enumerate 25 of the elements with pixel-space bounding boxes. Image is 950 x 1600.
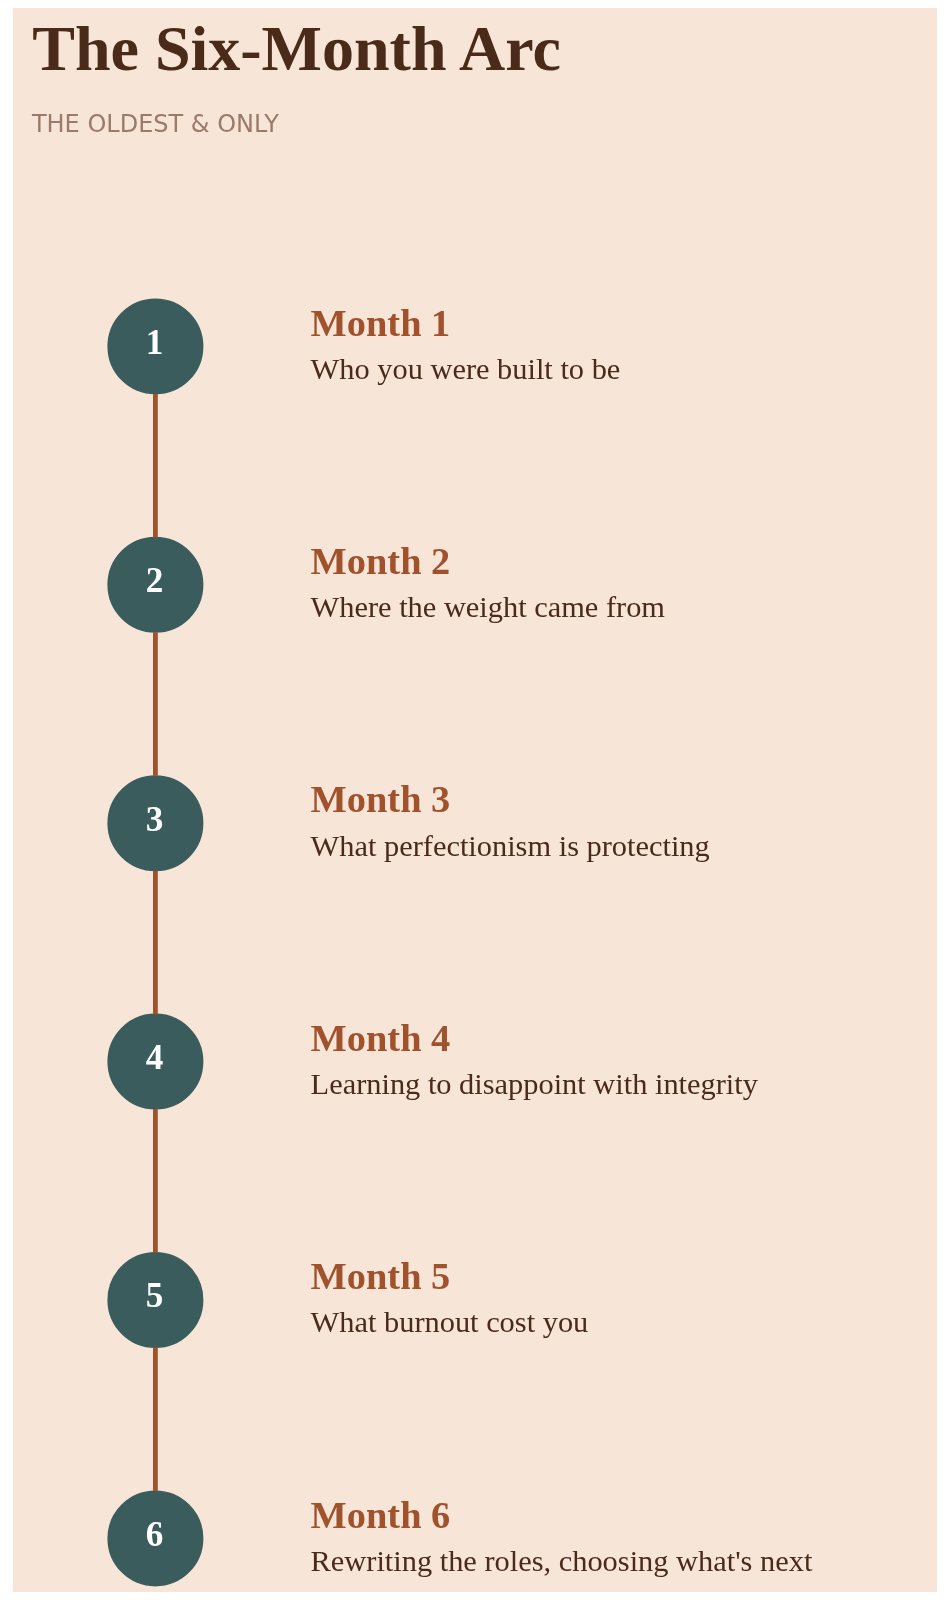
node-circle: 3: [107, 775, 204, 872]
node-label: Where the weight came from: [310, 590, 665, 625]
connector: [153, 1109, 158, 1253]
node-label: Month 4: [310, 1016, 451, 1059]
node-label: Month 6: [310, 1493, 451, 1536]
node-label: What perfectionism is protecting: [310, 828, 710, 863]
node-circle: 6: [107, 1490, 204, 1587]
node-label: What burnout cost you: [310, 1305, 589, 1340]
node-label: Who you were built to be: [310, 351, 621, 386]
label: THE OLDEST & ONLY: [31, 110, 279, 138]
node-label: Month 2: [310, 539, 451, 582]
connector: [153, 393, 158, 538]
connector: [153, 632, 158, 776]
node-circle: 4: [107, 1013, 204, 1110]
node-label: Learning to disappoint with integrity: [310, 1066, 758, 1101]
connector: [153, 1347, 158, 1491]
diagram-title: The Six-Month Arc: [32, 13, 561, 85]
connector: [153, 870, 158, 1015]
node-circle: 1: [107, 298, 204, 395]
node-circle: 2: [107, 536, 204, 633]
node-label: Rewriting the roles, choosing what's next: [310, 1543, 813, 1578]
node-label: Month 5: [310, 1255, 451, 1298]
node-circle: 5: [107, 1252, 204, 1348]
node-label: Month 1: [310, 301, 451, 344]
node-label: Month 3: [310, 778, 451, 821]
